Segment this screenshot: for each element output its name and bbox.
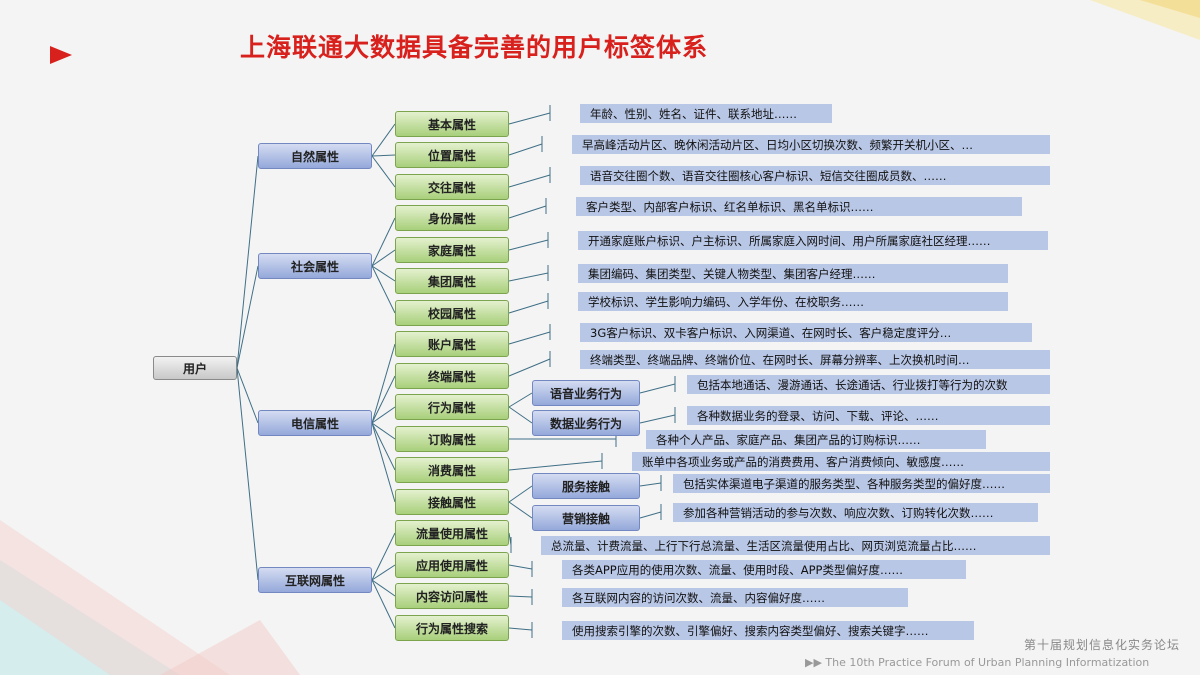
connector-cat-attr — [371, 155, 396, 188]
root-node-user: 用户 — [153, 356, 237, 380]
category-natural: 自然属性 — [258, 143, 372, 169]
connector-cat-attr — [371, 422, 396, 440]
connector-attr-desc — [508, 627, 533, 631]
connector-cat-attr — [371, 406, 396, 424]
attr-identity: 身份属性 — [395, 205, 509, 231]
sub-marketing-contact: 营销接触 — [532, 505, 640, 531]
connector-attr-desc — [508, 174, 551, 188]
desc-content-access: 各互联网内容的访问次数、流量、内容偏好度…… — [562, 588, 908, 607]
connector-cat-attr — [371, 123, 396, 157]
sub-service-contact: 服务接触 — [532, 473, 640, 499]
attr-campus: 校园属性 — [395, 300, 509, 326]
connector-attr-desc — [508, 564, 533, 570]
connector-attr-desc — [508, 239, 549, 251]
sub-voice-behavior: 语音业务行为 — [532, 380, 640, 406]
connector-cat-attr — [371, 579, 396, 629]
attr-contact: 接触属性 — [395, 489, 509, 515]
connector-cat-attr — [371, 343, 396, 424]
desc-app-usage: 各类APP应用的使用次数、流量、使用时段、APP类型偏好度…… — [562, 560, 966, 579]
attr-subscription: 订购属性 — [395, 426, 509, 452]
connector-attr-sub — [508, 392, 533, 408]
page-title: 上海联通大数据具备完善的用户标签体系 — [240, 33, 709, 62]
desc-account: 3G客户标识、双卡客户标识、入网渠道、在网时长、客户稳定度评分… — [580, 323, 1032, 342]
connector-attr-desc — [508, 460, 603, 471]
connector-attr-desc — [508, 112, 551, 125]
desc-marketing-contact: 参加各种营销活动的参与次数、响应次数、订购转化次数…… — [673, 503, 1038, 522]
attr-group: 集团属性 — [395, 268, 509, 294]
category-social: 社会属性 — [258, 253, 372, 279]
attr-behavior: 行为属性 — [395, 394, 509, 420]
desc-consumption: 账单中各项业务或产品的消费费用、客户消费倾向、敏感度…… — [632, 452, 1050, 471]
connector-cat-attr — [371, 579, 396, 597]
desc-service-contact: 包括实体渠道电子渠道的服务类型、各种服务类型的偏好度…… — [673, 474, 1050, 493]
attr-social-contact: 交往属性 — [395, 174, 509, 200]
connector-attr-desc — [508, 358, 551, 377]
connector-sub-desc — [639, 511, 662, 519]
attr-terminal: 终端属性 — [395, 363, 509, 389]
connector-cat-attr — [371, 265, 396, 282]
connector-cat-attr — [371, 422, 396, 503]
attr-traffic-usage: 流量使用属性 — [395, 520, 509, 546]
desc-traffic-usage: 总流量、计费流量、上行下行总流量、生活区流量使用占比、网页浏览流量占比…… — [541, 536, 1050, 555]
desc-location: 早高峰活动片区、晚休闲活动片区、日均小区切换次数、频繁开关机小区、… — [572, 135, 1050, 154]
desc-campus: 学校标识、学生影响力编码、入学年份、在校职务…… — [578, 292, 1008, 311]
attr-basic: 基本属性 — [395, 111, 509, 137]
desc-group: 集团编码、集团类型、关键人物类型、集团客户经理…… — [578, 264, 1008, 283]
connector-attr-desc — [508, 595, 533, 598]
connector-root-cat — [236, 155, 259, 369]
attr-app-usage: 应用使用属性 — [395, 552, 509, 578]
connector-sub-desc — [639, 414, 676, 424]
connector-attr-desc — [508, 331, 551, 345]
desc-search-behavior: 使用搜索引擎的次数、引擎偏好、搜索内容类型偏好、搜索关键字…… — [562, 621, 974, 640]
connector-root-cat — [236, 367, 259, 424]
connector-attr-desc — [508, 272, 549, 282]
connector-cat-attr — [371, 249, 396, 267]
desc-family: 开通家庭账户标识、户主标识、所属家庭入网时间、用户所属家庭社区经理…… — [578, 231, 1048, 250]
attr-search-behavior: 行为属性搜索 — [395, 615, 509, 641]
connector-cat-attr — [371, 375, 396, 424]
connector-sub-desc — [639, 482, 662, 487]
title-arrow-icon — [50, 46, 72, 64]
connector-attr-sub — [508, 406, 533, 424]
desc-social-contact: 语音交往圈个数、语音交往圈核心客户标识、短信交往圈成员数、…… — [580, 166, 1050, 185]
connector-cat-attr — [371, 154, 396, 157]
attr-location: 位置属性 — [395, 142, 509, 168]
connector-attr-desc — [508, 300, 549, 314]
desc-voice-behavior: 包括本地通话、漫游通话、长途通话、行业拨打等行为的次数 — [687, 375, 1050, 394]
connector-sub-desc — [639, 383, 676, 394]
connector-root-cat — [236, 367, 259, 581]
connector-attr-desc — [508, 143, 543, 156]
connector-cat-attr — [371, 422, 396, 471]
footer-forum-cn: 第十届规划信息化实务论坛 — [1023, 638, 1180, 652]
attr-consumption: 消费属性 — [395, 457, 509, 483]
connector-cat-attr — [371, 564, 396, 581]
connector-cat-attr — [371, 265, 396, 314]
desc-terminal: 终端类型、终端品牌、终端价位、在网时长、屏幕分辨率、上次换机时间… — [580, 350, 1050, 369]
sub-data-behavior: 数据业务行为 — [532, 410, 640, 436]
connector-attr-sub — [508, 485, 533, 503]
footer-forum-en: ▶▶ The 10th Practice Forum of Urban Plan… — [805, 656, 1150, 669]
attr-account: 账户属性 — [395, 331, 509, 357]
connector-attr-desc — [508, 205, 547, 219]
desc-subscription: 各种个人产品、家庭产品、集团产品的订购标识…… — [646, 430, 986, 449]
desc-basic: 年龄、性别、姓名、证件、联系地址…… — [580, 104, 832, 123]
category-telecom: 电信属性 — [258, 410, 372, 436]
desc-data-behavior: 各种数据业务的登录、访问、下载、评论、…… — [687, 406, 1050, 425]
connector-cat-attr — [371, 217, 396, 267]
category-internet: 互联网属性 — [258, 567, 372, 593]
connector-attr-sub — [508, 501, 533, 519]
desc-identity: 客户类型、内部客户标识、红名单标识、黑名单标识…… — [576, 197, 1022, 216]
attr-content-access: 内容访问属性 — [395, 583, 509, 609]
attr-family: 家庭属性 — [395, 237, 509, 263]
connector-root-cat — [236, 265, 259, 369]
connector-cat-attr — [371, 532, 396, 581]
